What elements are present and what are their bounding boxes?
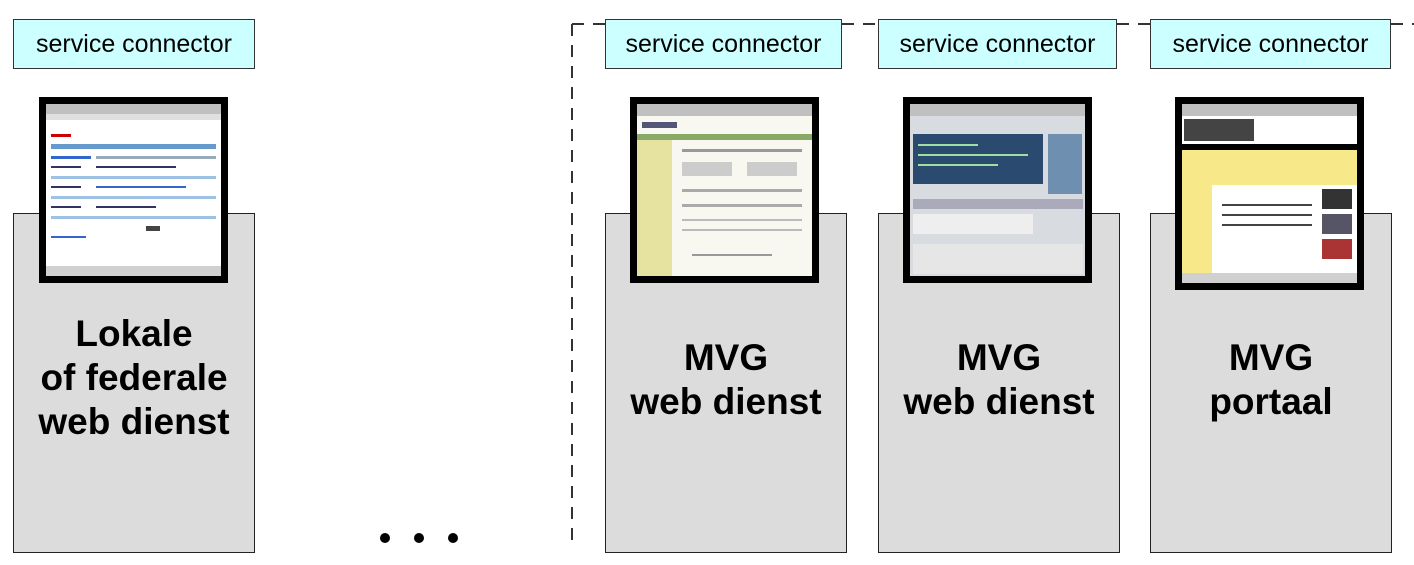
- service-label-line: web dienst: [38, 401, 230, 442]
- mvg-web-screenshot-2: [903, 97, 1092, 283]
- ellipsis-icon: [380, 533, 458, 543]
- service-label: Lokale of federale web dienst: [14, 312, 254, 444]
- service-connector-4: service connector: [1150, 19, 1391, 69]
- mvg-portal-screenshot: [1175, 97, 1364, 290]
- service-label-line: MVG: [1228, 337, 1314, 378]
- service-label: MVG portaal: [1151, 336, 1391, 424]
- service-label: MVG web dienst: [879, 336, 1119, 424]
- federal-web-screenshot: [39, 97, 228, 283]
- service-connector-1: service connector: [13, 19, 255, 69]
- service-label-line: MVG: [683, 337, 769, 378]
- service-label-line: Lokale: [75, 313, 193, 354]
- mvg-web-screenshot-1: [630, 97, 819, 283]
- service-connector-2: service connector: [605, 19, 842, 69]
- service-label-line: web dienst: [903, 381, 1095, 422]
- service-label-line: portaal: [1209, 381, 1333, 422]
- service-connector-3: service connector: [878, 19, 1117, 69]
- service-label-line: MVG: [956, 337, 1042, 378]
- service-label-line: web dienst: [630, 381, 822, 422]
- service-label: MVG web dienst: [606, 336, 846, 424]
- service-label-line: of federale: [40, 357, 228, 398]
- mvg-domain-boundary: [571, 23, 1414, 549]
